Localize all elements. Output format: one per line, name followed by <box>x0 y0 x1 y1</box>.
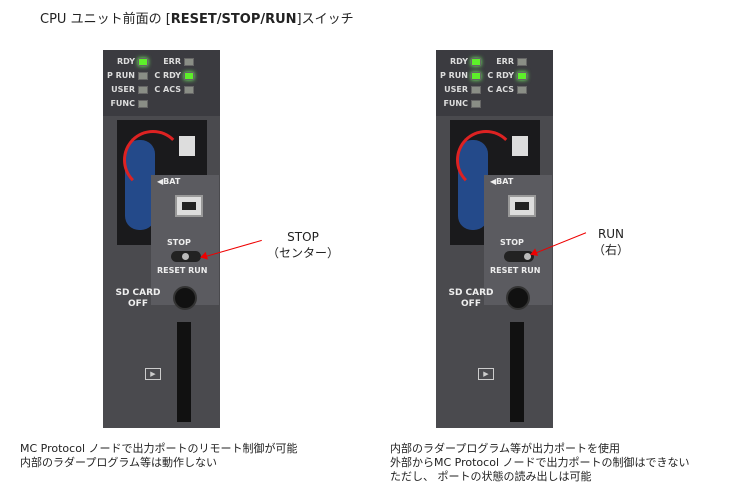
err-led <box>517 58 527 66</box>
page-title: CPU ユニット前面の [RESET/STOP/RUN]スイッチ <box>40 12 354 27</box>
cacs-led <box>184 86 194 94</box>
sd-card-button <box>173 286 197 310</box>
sd-card-slot <box>510 322 524 422</box>
play-icon: ▶ <box>478 368 494 380</box>
usb-port <box>508 195 536 217</box>
reset-stop-run-switch <box>504 251 534 262</box>
rdy-led <box>138 58 148 66</box>
stop-label: STOP（センター） <box>266 230 339 260</box>
sd-card-button <box>506 286 530 310</box>
sd-card-slot <box>177 322 191 422</box>
prun-led <box>138 72 148 80</box>
reset-stop-run-switch <box>171 251 201 262</box>
stop-caption: MC Protocol ノードで出力ポートのリモート制御が可能 内部のラダープロ… <box>20 442 298 469</box>
usb-port <box>175 195 203 217</box>
func-led <box>138 100 148 108</box>
user-led <box>471 86 481 94</box>
err-led <box>184 58 194 66</box>
user-led <box>138 86 148 94</box>
run-label: RUN（右） <box>592 227 629 257</box>
prun-led <box>471 72 481 80</box>
run-caption: 内部のラダープログラム等が出力ポートを使用 外部からMC Protocol ノー… <box>390 442 690 483</box>
crdy-led <box>184 72 194 80</box>
func-led <box>471 100 481 108</box>
play-icon: ▶ <box>145 368 161 380</box>
cacs-led <box>517 86 527 94</box>
crdy-led <box>517 72 527 80</box>
rdy-led <box>471 58 481 66</box>
